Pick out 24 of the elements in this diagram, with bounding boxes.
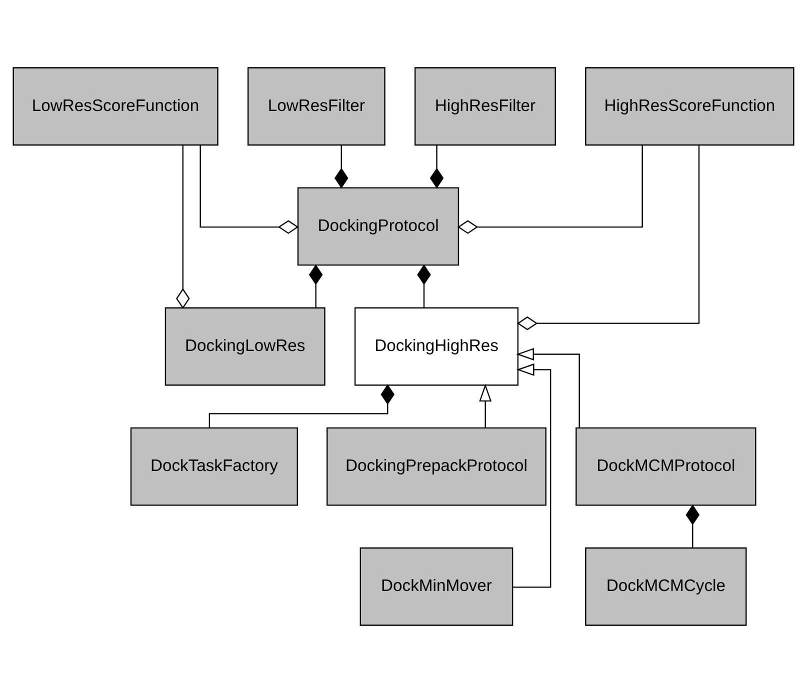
node-box: DockMCMProtocol — [576, 426, 756, 506]
connector — [200, 144, 299, 234]
connector — [176, 145, 190, 308]
connector — [334, 144, 348, 188]
node-box: LowResFilter — [247, 66, 386, 146]
node-box: DockingHighRes — [354, 306, 518, 386]
node-box: DockTaskFactory — [130, 426, 298, 506]
node-box: HighResFilter — [414, 66, 556, 146]
node-box: DockMCMCycle — [585, 546, 747, 626]
node-box: DockingProtocol — [297, 186, 460, 266]
node-box: HighResScoreFunction — [585, 66, 794, 146]
node-box: DockMinMover — [360, 546, 514, 626]
connector — [430, 144, 444, 188]
connector — [517, 144, 700, 330]
node-box: DockingPrepackProtocol — [326, 426, 546, 506]
connector — [417, 264, 431, 308]
node-box: LowResScoreFunction — [12, 66, 218, 146]
arrow — [512, 362, 552, 588]
connector — [457, 144, 643, 234]
connector — [308, 264, 323, 308]
node-box: DockingLowRes — [164, 306, 326, 386]
connector — [686, 504, 700, 548]
arrow — [479, 383, 492, 428]
arrow — [516, 347, 580, 428]
